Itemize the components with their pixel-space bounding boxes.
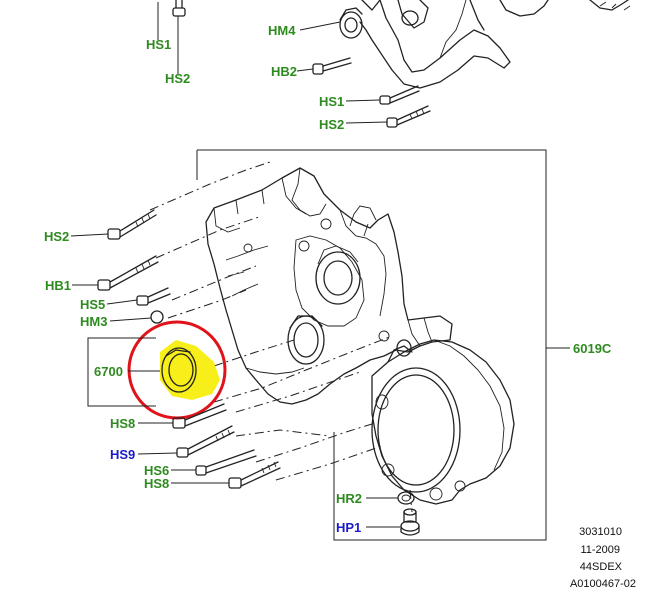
label-hs2-left: HS2 bbox=[44, 229, 69, 244]
label-hs8-a: HS8 bbox=[110, 416, 135, 431]
label-hb1: HB1 bbox=[45, 278, 71, 293]
label-hs2-top: HS2 bbox=[165, 71, 190, 86]
seal-6700-highlight bbox=[127, 320, 227, 420]
label-hs5: HS5 bbox=[80, 297, 105, 312]
hs5-bolt-part bbox=[136, 287, 171, 306]
hs2-left-bolt-part bbox=[107, 209, 157, 240]
reference-line-3: 44SDEX bbox=[580, 561, 623, 573]
reference-line-1: 3031010 bbox=[579, 526, 622, 538]
hb1-bolt-part bbox=[97, 255, 159, 291]
label-hp1: HP1 bbox=[336, 520, 361, 535]
reference-line-4: A0100467-02 bbox=[570, 578, 636, 590]
hs6-bolt-part bbox=[195, 449, 257, 476]
label-6019c: 6019C bbox=[573, 341, 612, 356]
label-hs8-b: HS8 bbox=[144, 476, 169, 491]
hs9-bolt-part bbox=[176, 425, 235, 458]
hs1-right-bolt-part bbox=[379, 85, 420, 105]
hr2-washer-part bbox=[397, 491, 415, 505]
label-hm4: HM4 bbox=[268, 23, 296, 38]
label-hb2: HB2 bbox=[271, 64, 297, 79]
hs2-right-bolt-part bbox=[386, 105, 431, 128]
housing-ring-part bbox=[371, 339, 515, 505]
label-hs6: HS6 bbox=[144, 463, 169, 478]
highlight-fill bbox=[160, 340, 220, 400]
bracket-6700 bbox=[87, 337, 156, 407]
component-group-bracket bbox=[197, 149, 547, 541]
hp1-plug-part bbox=[400, 508, 420, 536]
hm4-seal-part bbox=[339, 7, 363, 39]
reference-line-2: 11-2009 bbox=[580, 544, 620, 556]
hb2-bolt-part bbox=[312, 57, 352, 75]
top-vertical-bolt bbox=[172, 0, 186, 17]
label-hs1-right: HS1 bbox=[319, 94, 344, 109]
upper-bracket-assembly bbox=[359, 0, 631, 89]
label-hs2-right: HS2 bbox=[319, 117, 344, 132]
label-hs1-top: HS1 bbox=[146, 37, 171, 52]
front-cover-part bbox=[205, 167, 453, 405]
hs8-b-bolt-part bbox=[228, 461, 281, 489]
assembly-centrelines bbox=[149, 161, 413, 513]
hm3-part bbox=[150, 310, 164, 324]
hs8-a-bolt-part bbox=[172, 403, 227, 429]
label-6700: 6700 bbox=[94, 364, 123, 379]
label-hr2: HR2 bbox=[336, 491, 362, 506]
label-hs9: HS9 bbox=[110, 447, 135, 462]
label-hm3: HM3 bbox=[80, 314, 107, 329]
